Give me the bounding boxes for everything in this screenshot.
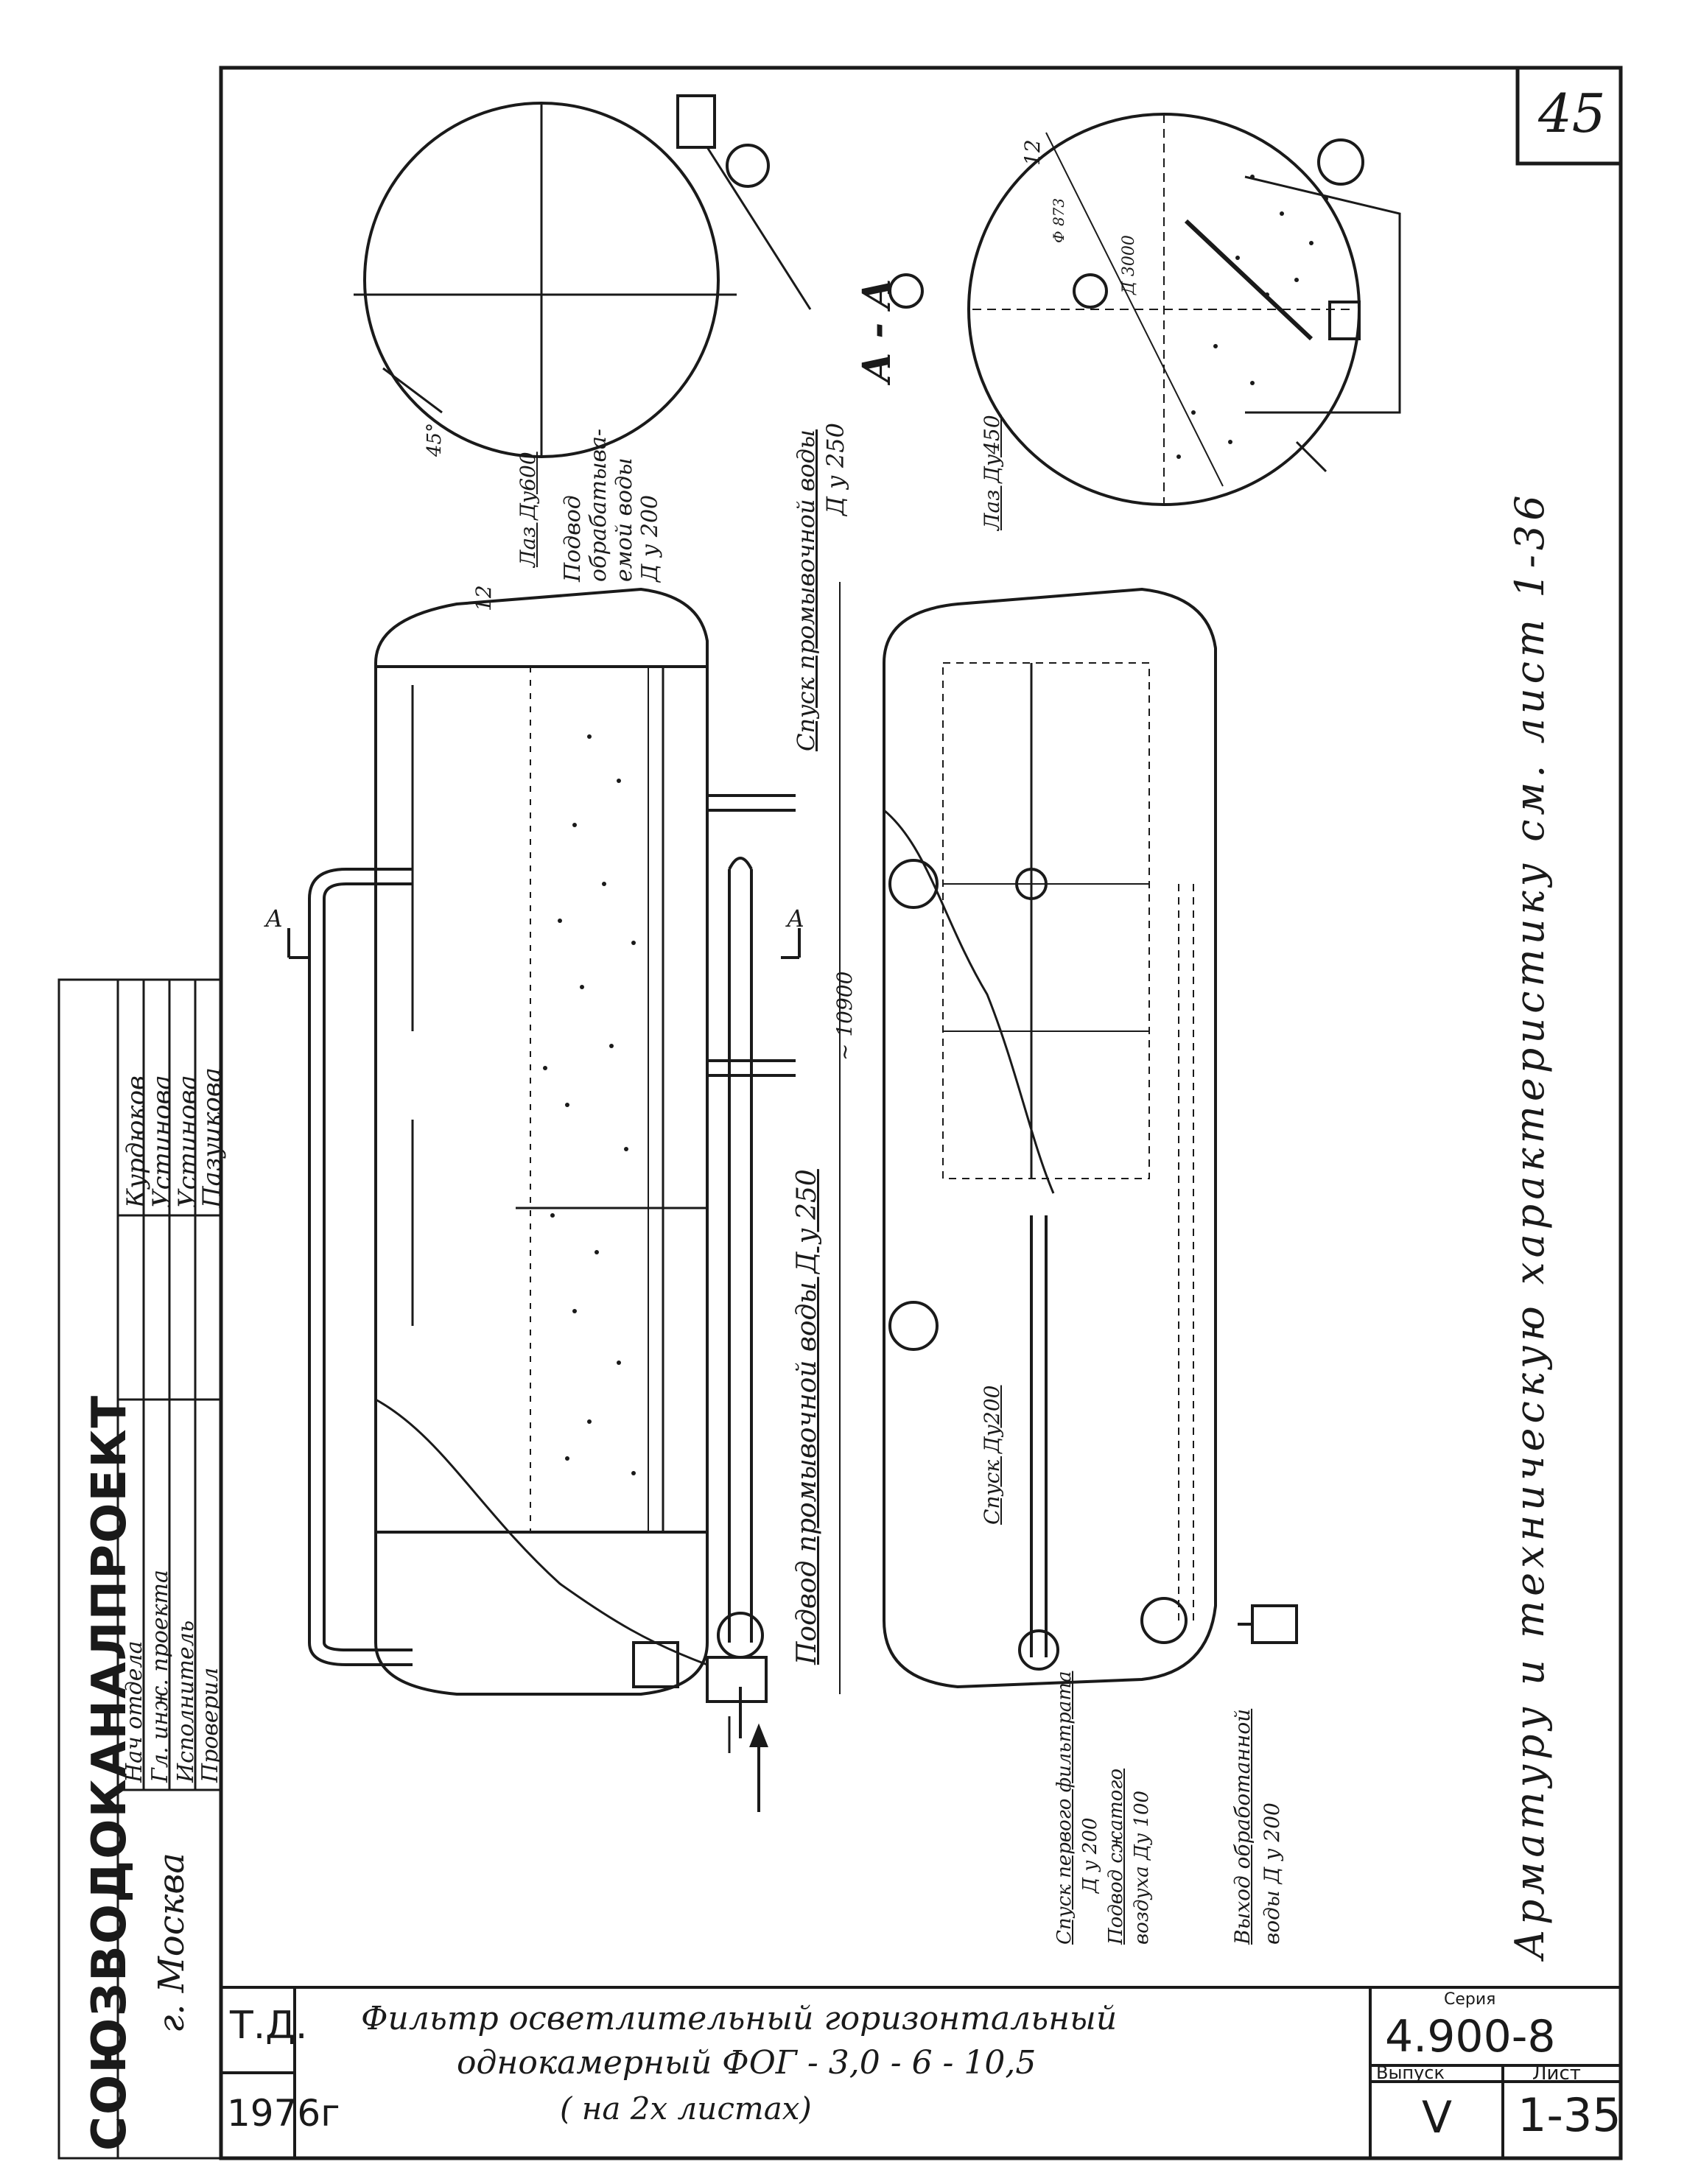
- end-view-angle: 45°: [424, 422, 446, 457]
- callout-wash-inlet: Подвод промывочной воды Д у 250: [792, 1169, 822, 1665]
- issue-label: Выпуск: [1376, 2062, 1445, 2083]
- filter-vessel-main-view: [308, 587, 796, 1753]
- series-label: Серия: [1444, 1990, 1496, 2009]
- callout-length-dim: ~ 10900: [832, 971, 857, 1061]
- callout-wall-thickness: 12: [471, 585, 496, 611]
- callout-first-filtrate-1: Спуск первого фильтрата: [1053, 1671, 1076, 1945]
- staff-name-1: Курдюков: [122, 1075, 151, 1208]
- callout-manhole-side: Лаз Ду450: [980, 415, 1004, 530]
- approval-stamp-lines: [57, 978, 222, 2160]
- callout-outlet-1: Выход обработанной: [1230, 1708, 1255, 1945]
- filter-media-section: [1176, 175, 1328, 459]
- sheet-frame: [219, 66, 1623, 2160]
- sheet-number: 45: [1538, 82, 1606, 144]
- section-a-a-view: [888, 113, 1401, 506]
- callout-treated-inlet-2: обрабатыва-: [586, 428, 611, 582]
- section-dim-wall: 12: [1020, 139, 1045, 166]
- callout-treated-inlet-4: Д у 200: [637, 494, 663, 582]
- staff-name-4: Пазуикова: [197, 1067, 227, 1208]
- callout-wash-drain-1: Спуск промывочной воды: [792, 429, 820, 751]
- callout-manhole-top: Лаз Ду600: [516, 452, 540, 567]
- title-block-lines: [221, 1986, 1621, 2158]
- staff-role-1: Нач отдела: [122, 1640, 147, 1783]
- callout-wash-drain-2: Д у 250: [821, 423, 849, 516]
- staff-name-2: Устинова: [147, 1075, 177, 1208]
- filter-media-main: [543, 734, 636, 1475]
- sheet-label: Лист: [1532, 2062, 1581, 2085]
- inlet-arrow-icon: [749, 1723, 768, 1812]
- callout-drain-200: Спуск Ду200: [980, 1385, 1004, 1525]
- cut-marks: [287, 928, 801, 959]
- year: 1976г: [227, 2092, 340, 2135]
- callout-treated-inlet-3: емой воды: [611, 457, 637, 582]
- staff-role-2: Гл. инж. проекта: [147, 1570, 173, 1783]
- filter-vessel-side-view: [839, 582, 1298, 1694]
- callout-air-2: воздуха Ду 100: [1131, 1790, 1153, 1945]
- doc-type: Т.Д.: [230, 2004, 308, 2048]
- cut-mark-right: А: [787, 905, 805, 933]
- issue-number: V: [1422, 2092, 1453, 2143]
- title-line-2: однокамерный ФОГ - 3,0 - 6 - 10,5: [457, 2044, 1037, 2082]
- org-city: г. Москва: [151, 1853, 192, 2033]
- callout-outlet-2: воды Д у 200: [1260, 1802, 1284, 1945]
- section-label: А - А: [855, 278, 899, 384]
- end-view-top: [354, 94, 812, 458]
- section-dim-diameter: Д 3000: [1120, 235, 1138, 295]
- sheet-number-box: [1515, 66, 1623, 166]
- title-line-1: Фильтр осветлительный горизонтальный: [361, 2000, 1118, 2037]
- staff-role-3: Исполнитель: [173, 1620, 199, 1783]
- sheet-id: 1-35: [1518, 2088, 1621, 2142]
- fittings-note: Арматуру и техническую характеристику см…: [1507, 491, 1553, 1959]
- section-dim-pipe: Ф 873: [1050, 197, 1067, 243]
- staff-role-4: Проверил: [197, 1667, 223, 1783]
- callout-air-1: Подвод сжатого: [1105, 1768, 1127, 1945]
- callout-treated-inlet-1: Подвод: [560, 495, 586, 582]
- title-line-3: ( на 2х листах): [560, 2090, 812, 2127]
- series-code: 4.900-8: [1385, 2011, 1556, 2062]
- cut-mark-left: А: [265, 905, 284, 933]
- callout-first-filtrate-2: Д у 200: [1079, 1817, 1101, 1893]
